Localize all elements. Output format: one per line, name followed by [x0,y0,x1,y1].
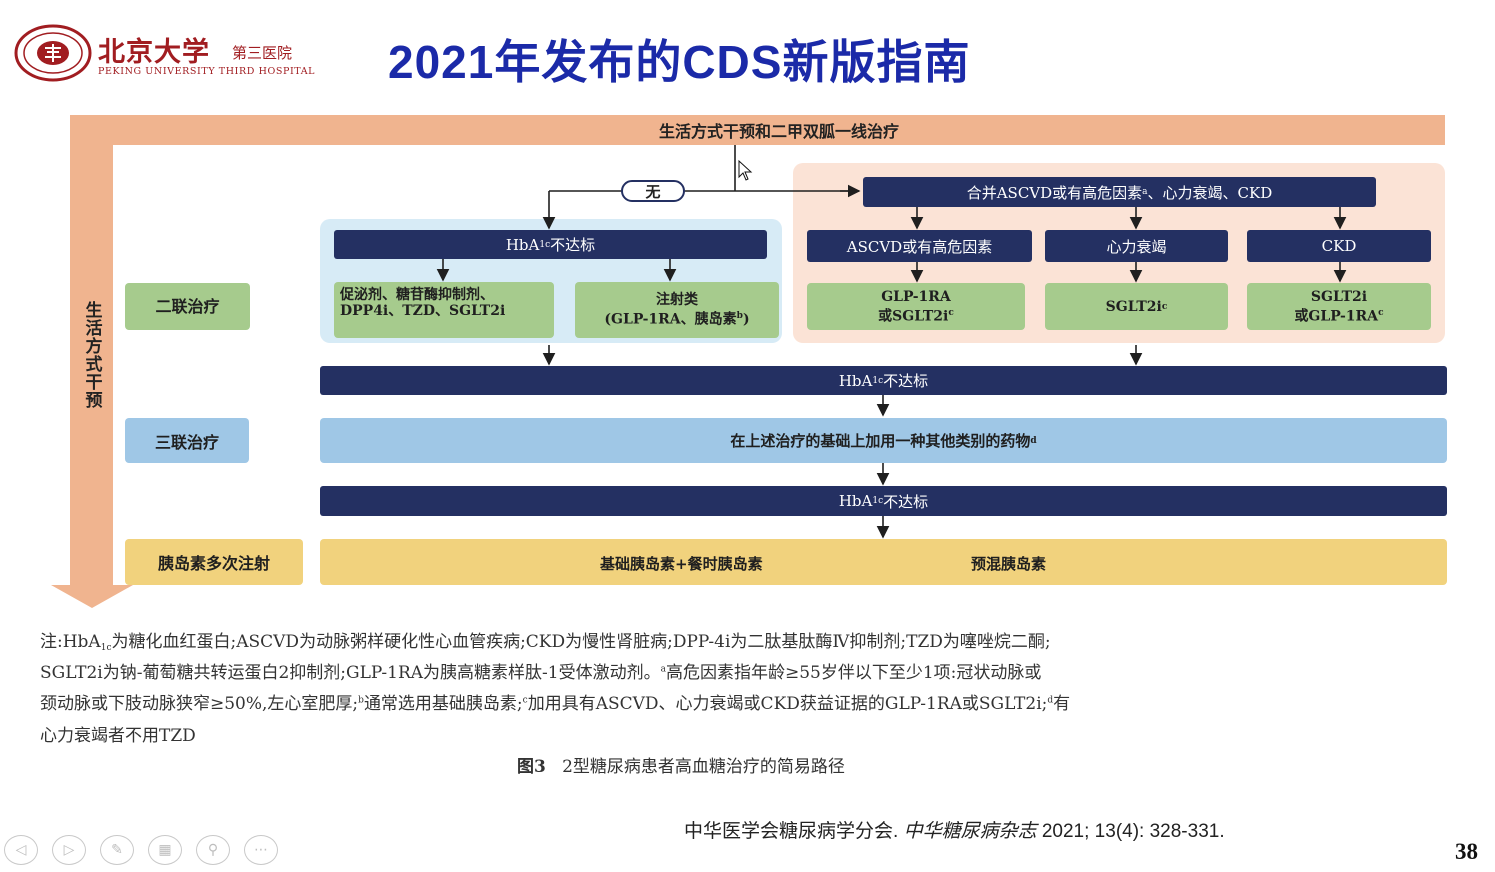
slide-title: 2021年发布的CDS新版指南 [388,36,971,88]
comorbidity-text-post: 、心力衰竭、CKD [1147,183,1273,202]
prev-icon: ◁ [15,842,27,858]
footnote-line-4: 心力衰竭者不用TZD [40,726,196,746]
injectables-title: 注射类 [656,292,698,309]
triple-therapy-label: 三联治疗 [125,418,249,463]
result-ckd-line1: SGLT2i [1310,288,1368,305]
injectables-sup: b [736,311,743,322]
basal-bolus-insulin: 基础胰岛素+餐时胰岛素 [600,555,763,573]
result-ascvd: GLP-1RA 或SGLT2ic [807,283,1025,330]
result-ckd-line2-wrap: 或GLP-1RAc [1294,305,1383,325]
result-ascvd-line2: 或SGLT2i [878,308,949,325]
comorbidity-sup: a [1142,187,1148,197]
footnote-2b: 高危因素指年龄≥55岁伴以下至少1项:冠状动脉或 [665,663,1042,683]
triple-therapy-sup: d [1030,435,1037,446]
hba1c-sub: 1c [872,496,884,506]
zoom-button[interactable]: ⚲ [196,835,230,865]
university-seal-logo [14,24,92,82]
footnote-1a: 注:HbA [40,632,101,652]
result-hf-sup: c [1161,301,1168,312]
injectables-detail-text: (GLP-1RA、胰岛素 [604,311,737,328]
footnote-line-3: 颈动脉或下肢动脉狭窄≥50%,左心室肥厚;b通常选用基础胰岛素;c加用具有ASC… [40,689,1070,714]
premixed-insulin: 预混胰岛素 [971,555,1047,573]
lifestyle-metformin-banner: 生活方式干预和二甲双胍一线治疗 [658,122,899,141]
injectables-close: ) [742,311,750,328]
dual-therapy-label: 二联治疗 [125,283,250,330]
more-options-button[interactable]: ⋯ [244,835,278,865]
footnote-3c: 加用具有ASCVD、心力衰竭或CKD获益证据的GLP-1RA或SGLT2i; [527,694,1048,714]
citation: 中华医学会糖尿病学分会. 中华糖尿病杂志 2021; 13(4): 328-33… [684,816,1225,843]
footnote-2a: SGLT2i为钠-葡萄糖共转运蛋白2抑制剂;GLP-1RA为胰高糖素样肽-1受体… [40,663,661,683]
hba1c-label: HbA [505,235,540,254]
hba1c-status: 不达标 [883,492,929,511]
footnote-3-sup2: c [522,695,528,706]
logo-name-en: PEKING UNIVERSITY THIRD HOSPITAL [98,66,316,77]
page-number: 38 [1455,839,1478,864]
lifestyle-intervention-label: 生活方式干预 [81,301,102,409]
next-icon: ▷ [63,842,75,858]
result-ckd-sup: c [1378,307,1384,318]
figure-caption-text: 2型糖尿病患者高血糖治疗的简易路径 [562,757,845,777]
pen-icon: ✎ [111,842,123,858]
injectables-detail: (GLP-1RA、胰岛素b) [604,308,749,328]
more-icon: ⋯ [254,842,268,858]
result-ckd-line2: 或GLP-1RA [1294,308,1379,325]
result-ascvd-sup: c [948,307,954,318]
footnote-3a: 颈动脉或下肢动脉狭窄≥50%,左心室肥厚; [40,694,359,714]
category-ascvd: ASCVD或有高危因素 [807,230,1032,262]
footnote-3b: 通常选用基础胰岛素; [363,694,523,714]
result-ascvd-line2-wrap: 或SGLT2ic [878,305,954,325]
result-ascvd-line1: GLP-1RA [881,288,951,305]
comorbidity-text-pre: 合并ASCVD或有高危因素 [966,183,1143,202]
hba1c-label: HbA [838,492,873,510]
category-ckd: CKD [1247,230,1431,262]
footnote-1-sub: 1c [100,643,112,653]
no-comorbidity-pill: 无 [621,180,685,202]
logo-name-cn: 北京大学 [98,37,210,68]
result-ckd: SGLT2i 或GLP-1RAc [1247,283,1431,330]
hba1c-sub: 1c [872,375,884,386]
next-slide-button[interactable]: ▷ [52,835,86,865]
slides-icon: ▦ [158,842,172,858]
figure-label: 图3 [517,757,546,777]
footnote-line-1: 注:HbA1c为糖化血红蛋白;ASCVD为动脉粥样硬化性心血管疾病;CKD为慢性… [40,627,1051,653]
zoom-icon: ⚲ [207,842,219,858]
pen-tool-button[interactable]: ✎ [100,835,134,865]
injectables-box: 注射类 (GLP-1RA、胰岛素b) [575,282,779,338]
prev-slide-button[interactable]: ◁ [4,835,38,865]
footnote-3-sup1: b [358,695,364,706]
citation-journal: 中华糖尿病杂志 [903,821,1037,842]
citation-authors: 中华医学会糖尿病学分会. [684,821,899,842]
multi-insulin-label: 胰岛素多次注射 [125,539,303,585]
figure-caption: 图3 2型糖尿病患者高血糖治疗的简易路径 [517,752,845,777]
insulin-box: 基础胰岛素+餐时胰岛素 预混胰岛素 [320,539,1447,585]
footnote-1b: 为糖化血红蛋白;ASCVD为动脉粥样硬化性心血管疾病;CKD为慢性肾脏病;DPP… [111,632,1051,652]
hba1c-sub: 1c [539,239,551,250]
footnote-3d: 有 [1053,694,1071,714]
oral-agents-box: 促泌剂、糖苷酶抑制剂、DPP4i、TZD、SGLT2i [334,282,554,338]
result-hf-text: SGLT2i [1105,298,1162,315]
hba1c-status: 不达标 [550,236,596,254]
triple-therapy-text: 在上述治疗的基础上加用一种其他类别的药物 [730,432,1031,450]
hba1c-status: 不达标 [883,372,929,390]
hba1c-label: HbA [838,371,873,390]
category-heart-failure: 心力衰竭 [1045,230,1228,262]
slides-view-button[interactable]: ▦ [148,835,182,865]
logo-dept-cn: 第三医院 [232,44,293,62]
citation-volume: 2021; 13(4): 328-331. [1041,821,1225,842]
footnote-3-sup3: d [1047,695,1054,706]
footnote-2-sup: a [660,664,666,675]
footnote-line-2: SGLT2i为钠-葡萄糖共转运蛋白2抑制剂;GLP-1RA为胰高糖素样肽-1受体… [40,658,1041,683]
